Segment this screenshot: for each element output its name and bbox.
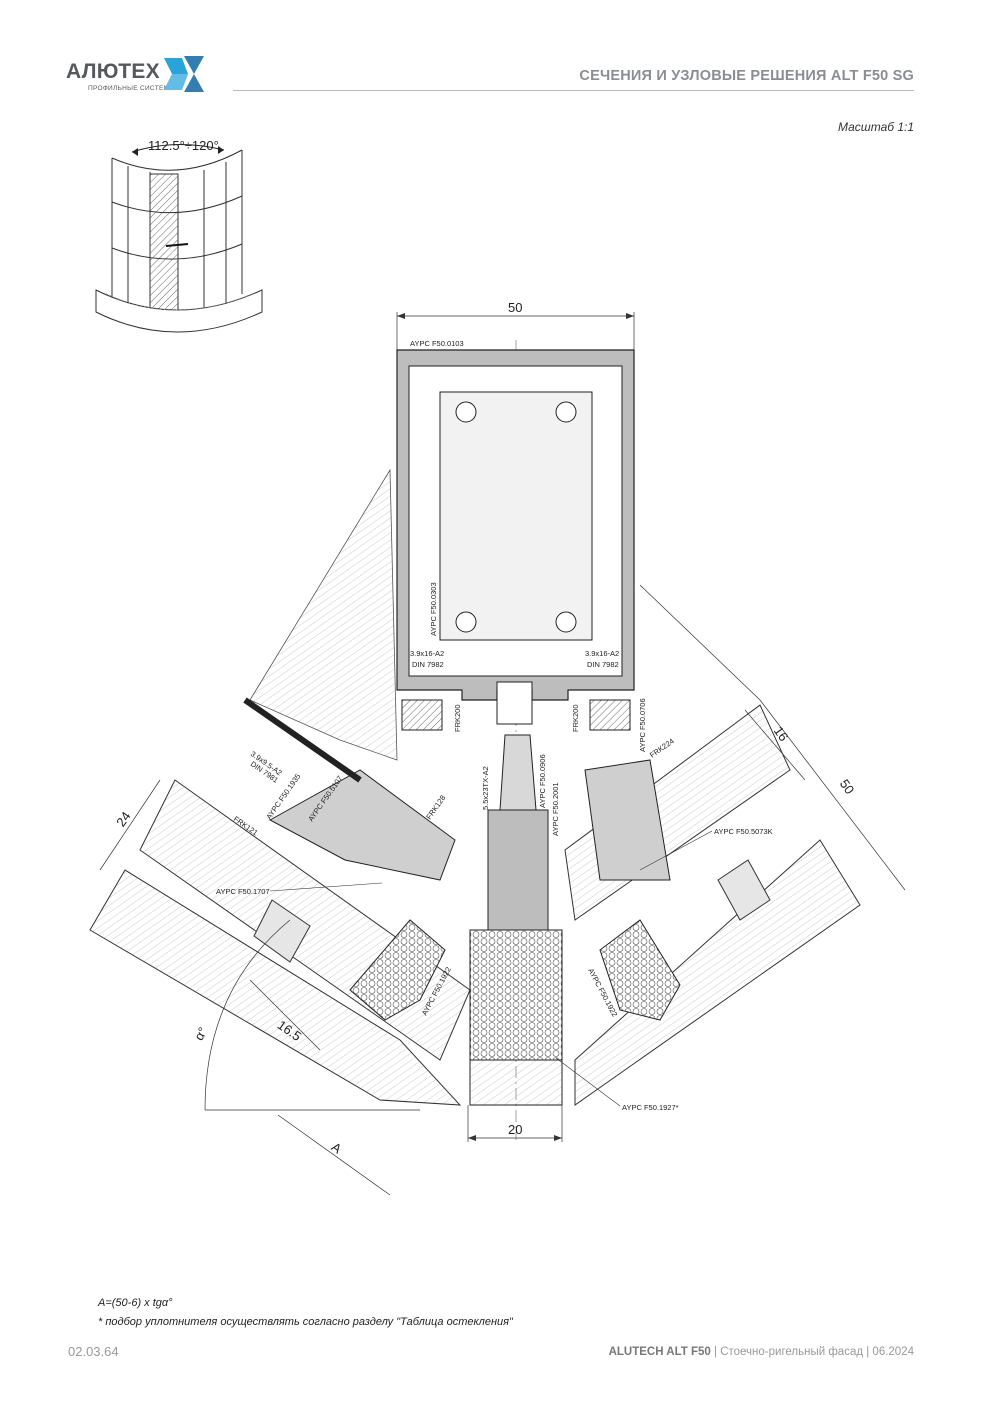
svg-text:AYPC F50.0906: AYPC F50.0906: [538, 754, 547, 808]
svg-text:16: 16: [771, 724, 792, 744]
svg-text:A: A: [329, 1139, 345, 1156]
svg-text:FRK128: FRK128: [424, 793, 447, 821]
svg-text:AYPC F50.0303: AYPC F50.0303: [429, 582, 438, 636]
angle-range-label: 112.5°÷120°: [148, 138, 219, 153]
gasket-right: [599, 919, 681, 1021]
key-plan-sketch: 112.5°÷120°: [95, 138, 263, 333]
svg-text:AYPC F50.0706: AYPC F50.0706: [638, 698, 647, 752]
adapter-profile-left: [243, 697, 456, 881]
svg-text:FRK200: FRK200: [453, 704, 462, 732]
svg-text:AYPC F50.2001: AYPC F50.2001: [551, 782, 560, 836]
adapter-profile-right: [584, 759, 671, 881]
dimension-width-top: 50: [396, 300, 635, 350]
header-divider: [233, 90, 914, 91]
company-logo: АЛЮТЕХ ПРОФИЛЬНЫЕ СИСТЕМЫ: [66, 54, 216, 99]
svg-text:AYPC F50.1927*: AYPC F50.1927*: [622, 1103, 679, 1112]
gasket-remark: * подбор уплотнителя осуществлять соглас…: [98, 1316, 513, 1328]
svg-text:50: 50: [508, 300, 522, 315]
formula-note: A=(50-6) x tgα°: [98, 1297, 173, 1309]
svg-text:AYPC F50.5073K: AYPC F50.5073K: [714, 827, 773, 836]
glass-pane-back-left: [249, 468, 398, 761]
footer-text: ALUTECH ALT F50 | Стоечно-ригельный фаса…: [609, 1346, 914, 1358]
pressure-plate: [469, 734, 563, 1106]
glass-pane-right: [564, 704, 861, 1106]
svg-text:20: 20: [508, 1122, 522, 1137]
footer-description: | Стоечно-ригельный фасад | 06.2024: [714, 1346, 914, 1358]
gasket-left: [349, 919, 446, 1021]
svg-text:24: 24: [113, 809, 134, 829]
svg-text:DIN 7982: DIN 7982: [412, 660, 444, 669]
dimension-width-bottom: 20: [467, 1105, 563, 1142]
mullion-profile: [396, 349, 635, 731]
dimension-right: 50 16: [639, 584, 906, 891]
logo-text: АЛЮТЕХ: [66, 60, 160, 83]
scale-label: Масштаб 1:1: [838, 120, 915, 134]
svg-text:50: 50: [837, 776, 858, 796]
logo-mark-icon: [164, 56, 204, 92]
footer-product: ALUTECH ALT F50: [608, 1346, 711, 1358]
svg-text:α°: α°: [191, 1024, 210, 1043]
svg-text:AYPC F50.0103: AYPC F50.0103: [410, 339, 464, 348]
page-number: 02.03.64: [68, 1344, 119, 1359]
svg-text:5.5x23TX-A2: 5.5x23TX-A2: [481, 766, 490, 810]
svg-text:FRK200: FRK200: [571, 704, 580, 732]
svg-text:3.9x16-A2: 3.9x16-A2: [410, 649, 444, 658]
page-header-title: СЕЧЕНИЯ И УЗЛОВЫЕ РЕШЕНИЯ ALT F50 SG: [579, 68, 914, 84]
svg-text:3.9x16-A2: 3.9x16-A2: [585, 649, 619, 658]
svg-text:AYPC F50.1707: AYPC F50.1707: [216, 887, 270, 896]
svg-text:FRK224: FRK224: [648, 736, 676, 759]
logo-subtitle: ПРОФИЛЬНЫЕ СИСТЕМЫ: [88, 85, 176, 92]
svg-text:DIN 7982: DIN 7982: [587, 660, 619, 669]
